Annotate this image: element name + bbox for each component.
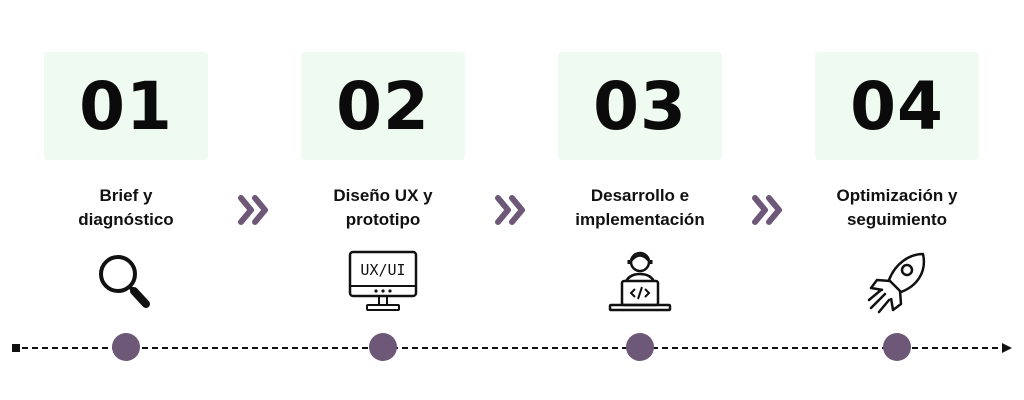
step-number-box: 02 <box>301 52 465 160</box>
timeline-node <box>112 333 140 361</box>
double-chevron-icon <box>751 192 787 228</box>
monitor-label: UX/UI <box>360 261 405 279</box>
step-title-line: Brief y <box>99 186 153 205</box>
step-number-box: 03 <box>558 52 722 160</box>
timeline <box>12 340 1014 356</box>
timeline-node <box>883 333 911 361</box>
step-title-line: seguimiento <box>846 210 948 229</box>
step-3: 03 Desarrollo e implementación <box>540 0 740 400</box>
monitor-icon: UX/UI <box>347 250 419 316</box>
step-title-line: Desarrollo e <box>590 186 690 205</box>
step-4: 04 Optimización y seguimiento <box>797 0 997 400</box>
step-title-line: implementación <box>575 210 705 229</box>
rocket-icon <box>861 250 933 316</box>
step-number: 02 <box>336 67 430 145</box>
arrow-right-icon <box>1002 343 1012 353</box>
timeline-node <box>369 333 397 361</box>
step-title: Brief y diagnóstico <box>26 184 226 232</box>
magnifier-icon <box>90 250 162 316</box>
step-number: 04 <box>850 67 944 145</box>
step-title: Diseño UX y prototipo <box>283 184 483 232</box>
step-title: Optimización y seguimiento <box>797 184 997 232</box>
step-title-line: diagnóstico <box>78 210 174 229</box>
step-number-box: 01 <box>44 52 208 160</box>
step-number-box: 04 <box>815 52 979 160</box>
step-title: Desarrollo e implementación <box>540 184 740 232</box>
timeline-start-marker <box>12 344 20 352</box>
step-number: 03 <box>593 67 687 145</box>
developer-laptop-icon <box>604 250 676 316</box>
step-number: 01 <box>79 67 173 145</box>
step-2: 02 Diseño UX y prototipo UX/UI <box>283 0 483 400</box>
step-title-line: prototipo <box>345 210 421 229</box>
double-chevron-icon <box>237 192 273 228</box>
double-chevron-icon <box>494 192 530 228</box>
step-title-line: Diseño UX y <box>333 186 433 205</box>
step-title-line: Optimización y <box>836 186 958 205</box>
timeline-node <box>626 333 654 361</box>
step-1: 01 Brief y diagnóstico <box>26 0 226 400</box>
